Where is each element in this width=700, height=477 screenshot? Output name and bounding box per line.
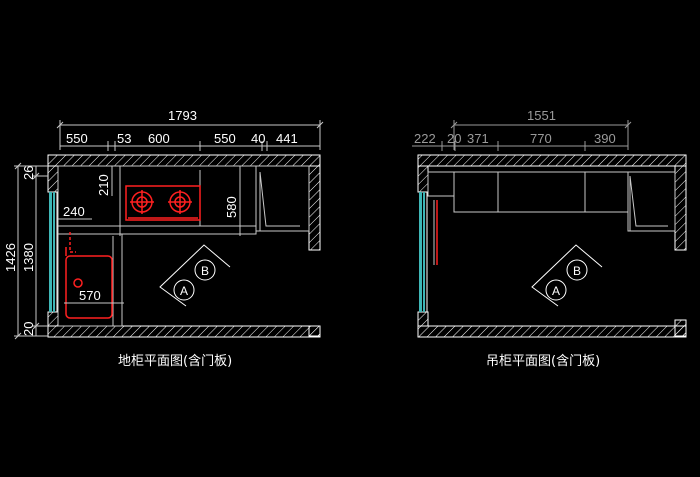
walls-right <box>417 154 687 338</box>
wall-plan-caption: 吊柜平面图(含门板) <box>486 353 600 369</box>
vent-pipe <box>433 200 438 265</box>
vertical-dimensions <box>14 162 48 340</box>
internal-dimensions <box>58 166 241 304</box>
overall-width-dimension-right <box>450 120 632 150</box>
overall-width-label-right: 1551 <box>527 108 556 123</box>
segment-label-5: 40 <box>251 131 265 146</box>
view-marker <box>159 244 231 307</box>
segment-label-r1: 222 <box>414 131 436 146</box>
top-offset-label: 26 <box>21 166 36 180</box>
overall-width-label: 1793 <box>168 108 197 123</box>
cooktop <box>125 185 201 221</box>
segment-label-r4: 770 <box>530 131 552 146</box>
wall-cabinet-plan: 1551 222 20 371 770 390 <box>412 108 687 369</box>
marker-a-right: A <box>552 284 560 298</box>
window <box>49 192 58 312</box>
marker-b-right: B <box>573 264 581 278</box>
counter-depth-label: 580 <box>224 196 239 218</box>
segment-label-2: 53 <box>117 131 131 146</box>
segment-label-1: 550 <box>66 131 88 146</box>
window-right <box>419 192 428 312</box>
walls <box>47 154 321 338</box>
overall-width-dimension <box>56 120 324 150</box>
segment-label-r5: 390 <box>594 131 616 146</box>
bottom-offset-label: 20 <box>21 322 36 336</box>
segment-dimension-line <box>60 141 320 151</box>
wall-cabinets <box>427 171 676 232</box>
segment-label-r2: 20 <box>447 131 461 146</box>
overall-height-label: 1426 <box>3 243 18 272</box>
upper-depth-label: 210 <box>96 174 111 196</box>
marker-a: A <box>180 284 188 298</box>
base-plan-caption: 地柜平面图(含门板) <box>118 353 232 369</box>
base-cabinet-plan: 1793 550 53 600 550 40 441 <box>3 108 324 369</box>
segment-label-3: 600 <box>148 131 170 146</box>
segment-label-6: 441 <box>276 131 298 146</box>
sink <box>65 232 113 319</box>
side-width-label: 240 <box>63 204 85 219</box>
inner-height-label: 1380 <box>21 243 36 272</box>
segment-label-r3: 371 <box>467 131 489 146</box>
sink-width-label: 570 <box>79 288 101 303</box>
view-marker-right <box>531 244 603 307</box>
segment-label-4: 550 <box>214 131 236 146</box>
marker-b: B <box>201 264 209 278</box>
segment-dimension-line-right <box>412 141 628 151</box>
